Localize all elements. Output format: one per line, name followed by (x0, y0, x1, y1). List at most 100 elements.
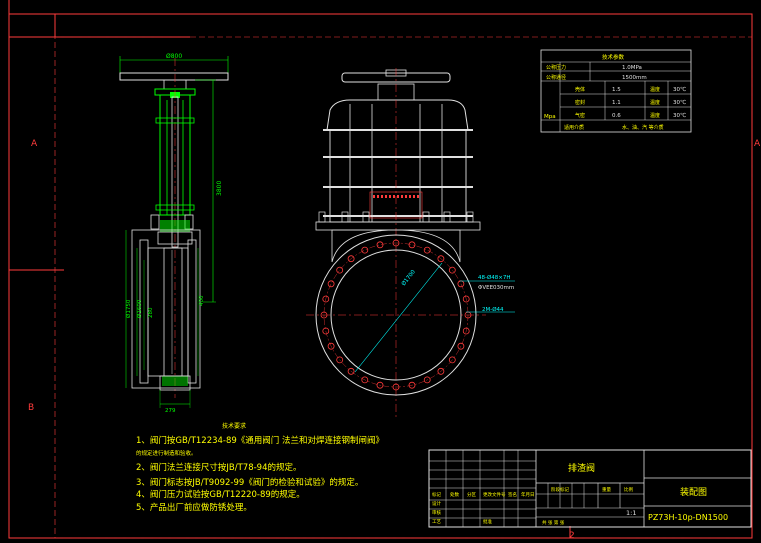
side-yoke-cap (326, 99, 469, 131)
param-table-frame (540, 49, 692, 133)
bonnet-bolt (466, 211, 474, 223)
side-bonnet-bolts (318, 211, 474, 223)
tech-req-title: 技术要求 (222, 422, 246, 430)
handwheel (119, 72, 229, 81)
title-block-weight-label: 重量 (602, 486, 611, 493)
parameter-table: 技术参数 公称压力 1.0MPa 公称通径 1500mm Mpa 壳体 1.5 … (540, 49, 692, 133)
param-row-pressure-value: 1.0MPa (622, 65, 642, 71)
gate-tooth (409, 195, 411, 198)
side-face-label: 2M-Ø44 (482, 306, 504, 313)
flange-bolt-hole (376, 381, 384, 389)
gate-tooth (397, 195, 399, 198)
zone-label-left-b: B (28, 403, 34, 413)
flange-bolt-hole (336, 356, 344, 364)
title-block-frame (428, 449, 752, 528)
title-block-scale: 1:1 (626, 509, 636, 517)
flange-bolt-hole (376, 241, 384, 249)
flange-bolt-hole (361, 376, 369, 384)
side-dim-text: 400 (199, 295, 205, 306)
title-block-mark-label: 标记 (432, 491, 441, 498)
seat-bottom-outline (159, 375, 191, 391)
pressure-row-1-label: 壳体 (575, 86, 585, 93)
pressure-row-2-label: 密封 (575, 99, 585, 106)
sheet-border (8, 13, 753, 539)
bonnet-bolt (422, 211, 430, 223)
title-block-change-label: 更改文件号 (483, 491, 506, 498)
param-medium-value: 水、油、汽 等介质 (622, 124, 664, 131)
tech-req-line-2: 的规定进行制造和验收。 (136, 449, 197, 457)
flange-bolt-hole (392, 239, 400, 247)
title-block-scale-label: 比例 (624, 486, 633, 493)
flange-bolt-hole (462, 327, 470, 335)
title-block-part-name: 排渣阀 (568, 462, 595, 474)
bonnet-bolt (443, 211, 451, 223)
title-block-stage-label: 阶段标记 (551, 486, 569, 493)
flange-bolt-hole (336, 266, 344, 274)
front-section-view: Ø800 3800 Ø (119, 53, 229, 414)
tech-requirements: 技术要求 1、阀门按GB/T12234-89《通用阀门 法兰和对焊连接钢制闸阀》… (136, 422, 384, 513)
gate-tooth (405, 195, 407, 198)
side-view: Ø1700 48-Ø48×7H ΦVEE030mm 2M-Ø44 (306, 68, 515, 420)
body-outline (131, 229, 201, 389)
zone-label-right-a: A (754, 139, 761, 149)
inner-frame (54, 36, 753, 539)
tech-req-line-4: 3、阀门标志按JB/T9092-99《阀门的检验和试验》的规定。 (136, 477, 363, 488)
title-block-design-label: 设计 (432, 500, 441, 507)
tech-req-line-5: 4、阀门压力试验按GB/T12220-89的规定。 (136, 489, 305, 500)
side-bonnet-flange (315, 221, 481, 231)
side-bore-label: ΦVEE030mm (478, 285, 514, 291)
yoke-flange-lower (155, 204, 195, 211)
gate-tooth (373, 195, 375, 198)
side-gate-window (369, 191, 423, 219)
side-flange-outer (315, 234, 477, 396)
param-row-diameter-label: 公称通径 (546, 74, 566, 81)
pressure-row-3-value: 0.6 (612, 113, 621, 119)
pressure-row-1-value: 1.5 (612, 87, 621, 93)
param-table-title: 技术参数 (602, 53, 625, 61)
flange-bolt-hole (462, 295, 470, 303)
pressure-row-3-label: 气密 (575, 112, 585, 119)
param-row-diameter-value: 1500mm (622, 75, 647, 81)
flange-bolt-hole (437, 367, 445, 375)
zone-label-left-a: A (31, 139, 38, 149)
title-block-approve-label: 批准 (483, 518, 492, 525)
gate-tooth (393, 195, 395, 198)
title-block-sheet-label: 共 张 第 张 (542, 519, 565, 526)
zone-label-bottom: 2 (569, 531, 575, 541)
bonnet-bolt-left (150, 214, 160, 230)
title-block-process-label: 工艺 (432, 519, 441, 525)
pressure-row-3-temp-label: 温度 (650, 112, 660, 119)
bonnet-bolt (318, 211, 326, 223)
param-medium-label: 适用介质 (564, 124, 584, 131)
flange-bolt-hole (457, 342, 465, 350)
gate (163, 247, 183, 377)
flange-bolt-hole (408, 241, 416, 249)
title-block-revision-grid (429, 450, 536, 527)
tech-req-line-6: 5、产品出厂前应做防锈处理。 (136, 502, 252, 513)
flange-inner-dim-text: Ø1600 (136, 299, 143, 318)
side-gate-teeth (373, 195, 419, 198)
flange-outer-dim-text: Ø1750 (125, 299, 132, 318)
flange-bolt-hole (327, 342, 335, 350)
gate-tooth (385, 195, 387, 198)
yoke-flange-upper (155, 117, 195, 124)
gate-tooth (401, 195, 403, 198)
height-dim-text: 3800 (216, 181, 223, 196)
pressure-row-2-value: 1.1 (612, 100, 621, 106)
width-dim-text: 280 (148, 307, 154, 318)
title-block-count-label: 处数 (450, 491, 459, 498)
flange-bolt-hole (347, 367, 355, 375)
body-flange-right (187, 239, 197, 384)
flange-bolt-hole (437, 255, 445, 263)
bonnet-bolt (341, 211, 349, 223)
title-block: 排渣阀 装配图 PZ73H-10p-DN1500 1:1 阶段标记 重量 比例 … (428, 449, 752, 528)
gate-tooth (381, 195, 383, 198)
flange-bolt-hole (457, 280, 465, 288)
pressure-row-2-temp: 30℃ (673, 99, 686, 106)
tech-req-line-3: 2、阀门法兰连接尺寸按JB/T78-94的规定。 (136, 462, 302, 473)
flange-bolt-hole (347, 255, 355, 263)
title-block-zone-label: 分区 (467, 491, 476, 498)
side-body (331, 229, 461, 263)
bottom-dim-text: 279 (165, 408, 176, 414)
